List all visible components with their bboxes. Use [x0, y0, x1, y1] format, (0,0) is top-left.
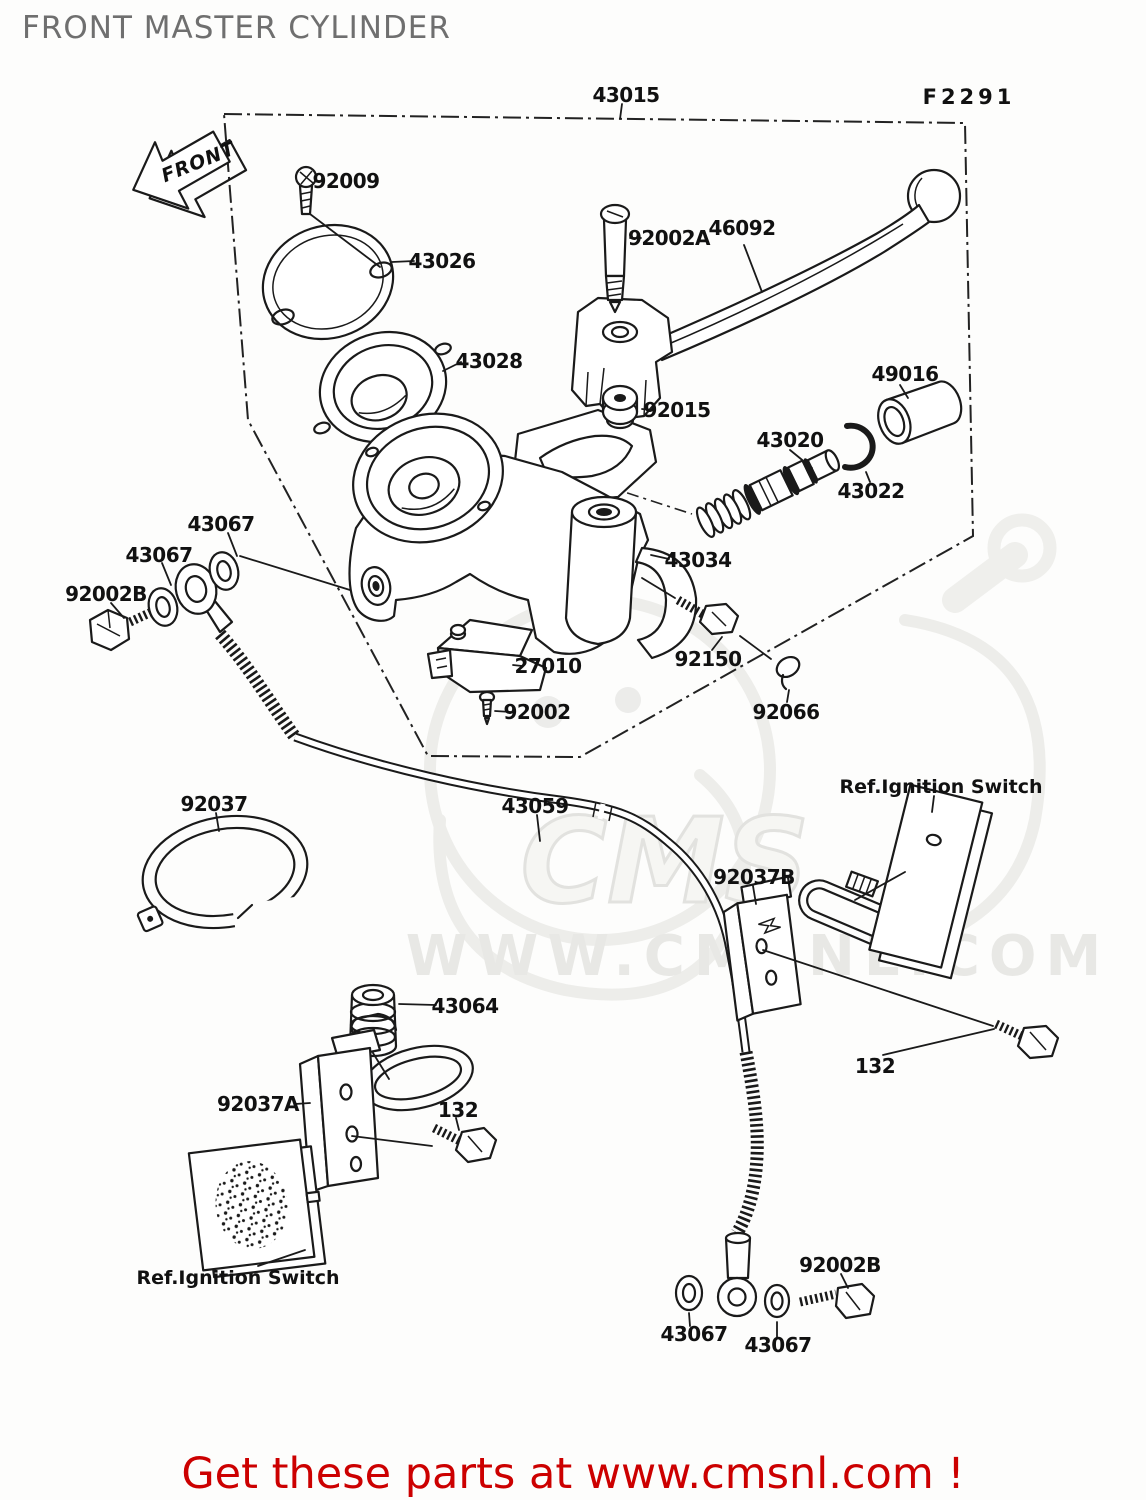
- washer-bottom-left-drawing: [674, 1274, 704, 1312]
- front-direction-arrow: FRONT: [132, 130, 248, 219]
- part-label-43059: 43059: [501, 794, 569, 818]
- right-plate-drawing: [868, 783, 994, 980]
- hose-upper-eye-drawing: [174, 563, 234, 634]
- assembly-boundary-box: [222, 112, 975, 759]
- right-bracket-drawing: [722, 875, 802, 1022]
- diaphragm-drawing: [313, 330, 452, 444]
- lever-holder-drawing: [570, 296, 674, 422]
- left-reflector-plate-drawing: [187, 1138, 327, 1279]
- part-label-92037: 92037: [180, 792, 248, 816]
- part-label-27010: 27010: [514, 654, 582, 678]
- retaining-ring-drawing: [136, 814, 318, 954]
- part-label-43022: 43022: [837, 479, 905, 503]
- part-label-43028: 43028: [455, 349, 523, 373]
- part-label-43067-d: 43067: [744, 1333, 812, 1357]
- ref-ignition-switch-label-right: Ref.Ignition Switch: [839, 776, 1043, 798]
- washer-bottom-right-drawing: [763, 1283, 791, 1319]
- left-bolt-drawing: [431, 1123, 498, 1164]
- pivot-nut-drawing: [601, 384, 639, 430]
- brake-switch-drawing: [426, 618, 548, 694]
- part-label-49016: 49016: [871, 362, 939, 386]
- part-label-92037A: 92037A: [216, 1092, 300, 1116]
- part-label-43064: 43064: [431, 994, 499, 1018]
- part-label-132-left: 132: [437, 1098, 479, 1122]
- circlip-drawing: [842, 422, 876, 471]
- part-label-92009: 92009: [312, 169, 380, 193]
- part-label-46092: 46092: [708, 216, 776, 240]
- part-label-43015: 43015: [592, 83, 660, 107]
- footer-promo-text: Get these parts at www.cmsnl.com !: [181, 1449, 965, 1499]
- clamp-drawing: [564, 495, 698, 660]
- part-label-43020: 43020: [756, 428, 824, 452]
- part-label-43026: 43026: [408, 249, 476, 273]
- banjo-bolt-upper-drawing: [88, 603, 162, 652]
- part-label-92015: 92015: [643, 398, 711, 422]
- part-label-43067-c: 43067: [660, 1322, 728, 1346]
- banjo-bolt-lower-drawing: [799, 1282, 876, 1320]
- plug-drawing: [775, 655, 801, 691]
- part-label-92002B-a: 92002B: [65, 582, 147, 606]
- piston-assembly-drawing: [695, 449, 841, 538]
- pivot-bolt-drawing: [599, 203, 631, 314]
- part-label-43067-b: 43067: [125, 543, 193, 567]
- left-bracket-assembly-drawing: [298, 1012, 474, 1194]
- ref-ignition-switch-label-left: Ref.Ignition Switch: [136, 1267, 340, 1289]
- cms-watermark: CMS WWW.CMSNL.COM: [406, 513, 1101, 1001]
- part-label-92150: 92150: [674, 647, 742, 671]
- washer-upper-right-drawing: [208, 551, 240, 591]
- washer-upper-left-drawing: [147, 587, 179, 627]
- page-title: FRONT MASTER CYLINDER: [22, 10, 451, 46]
- fiche-code: F2291: [922, 85, 1016, 109]
- reservoir-cap-drawing: [261, 223, 395, 341]
- part-label-92002: 92002: [503, 700, 571, 724]
- part-label-43034: 43034: [664, 548, 732, 572]
- part-label-43067-a: 43067: [187, 512, 255, 536]
- bushing-drawing: [877, 380, 963, 445]
- part-label-92002B-b: 92002B: [799, 1253, 881, 1277]
- part-label-92066: 92066: [752, 700, 820, 724]
- leader-lines: [110, 103, 995, 1338]
- part-label-132-right: 132: [854, 1054, 896, 1078]
- part-label-92002A: 92002A: [627, 226, 711, 250]
- switch-screw-drawing: [478, 690, 496, 726]
- cap-screw-drawing: [294, 165, 318, 216]
- brake-lever-drawing: [648, 168, 962, 362]
- bleeder-bolt-drawing: [675, 596, 740, 636]
- right-bolt-drawing: [994, 1019, 1060, 1060]
- part-label-92037B: 92037B: [713, 865, 795, 889]
